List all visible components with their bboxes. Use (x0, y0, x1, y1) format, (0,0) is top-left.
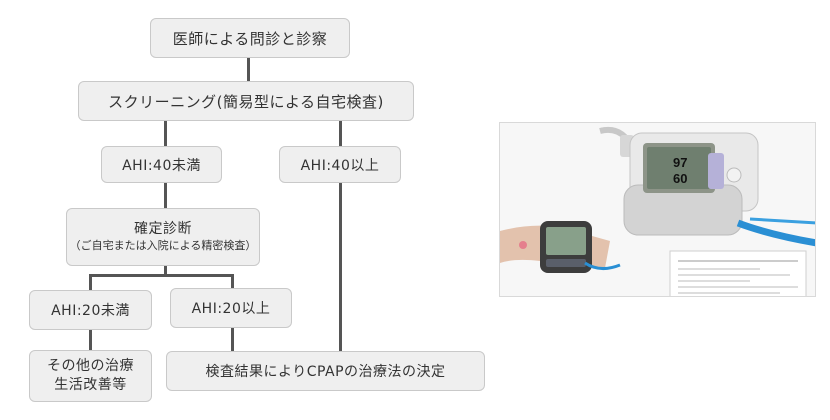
diagnosis-subtitle: （ご自宅または入院による精密検査） (69, 239, 257, 253)
node-cpap-decision: 検査結果によりCPAPの治療法の決定 (166, 351, 485, 391)
connector-step2-ahi40-over (339, 121, 342, 146)
step-consultation: 医師による問診と診察 (150, 18, 350, 58)
connector-ahi20-under-other (89, 330, 92, 350)
other-treatment-line2: 生活改善等 (54, 377, 127, 393)
wrist-device (500, 221, 621, 273)
connector-step1-step2 (247, 57, 250, 81)
step-screening: スクリーニング(簡易型による自宅検査) (78, 81, 414, 121)
diagnosis-title: 確定診断 (134, 221, 192, 238)
connector-ahi20-over-cpap (231, 328, 234, 351)
device-illustration: 97 60 (500, 123, 815, 296)
connector-diagnosis-split (164, 265, 167, 276)
node-ahi40-over: AHI:40以上 (279, 146, 401, 183)
main-device: 97 60 (599, 126, 759, 236)
connector-to-ahi20-under (89, 274, 92, 290)
node-ahi20-under: AHI:20未満 (29, 290, 152, 330)
connector-ahi40-under-diagnosis (164, 183, 167, 208)
connector-to-ahi20-over (231, 274, 234, 288)
connector-horizontal-split (89, 274, 234, 277)
device-value-bottom: 60 (673, 171, 687, 186)
node-ahi40-under: AHI:40未満 (101, 146, 222, 183)
node-definitive-diagnosis: 確定診断 （ご自宅または入院による精密検査） (66, 208, 260, 266)
connector-step2-ahi40-under (164, 121, 167, 146)
device-value-top: 97 (673, 155, 687, 170)
node-other-treatment: その他の治療 生活改善等 (29, 350, 152, 402)
report-sheet (669, 250, 807, 296)
node-ahi20-over: AHI:20以上 (170, 288, 292, 328)
other-treatment-line1: その他の治療 (47, 358, 134, 375)
screening-device-photo: 97 60 (499, 122, 816, 297)
connector-ahi40-over-cpap (339, 183, 342, 351)
